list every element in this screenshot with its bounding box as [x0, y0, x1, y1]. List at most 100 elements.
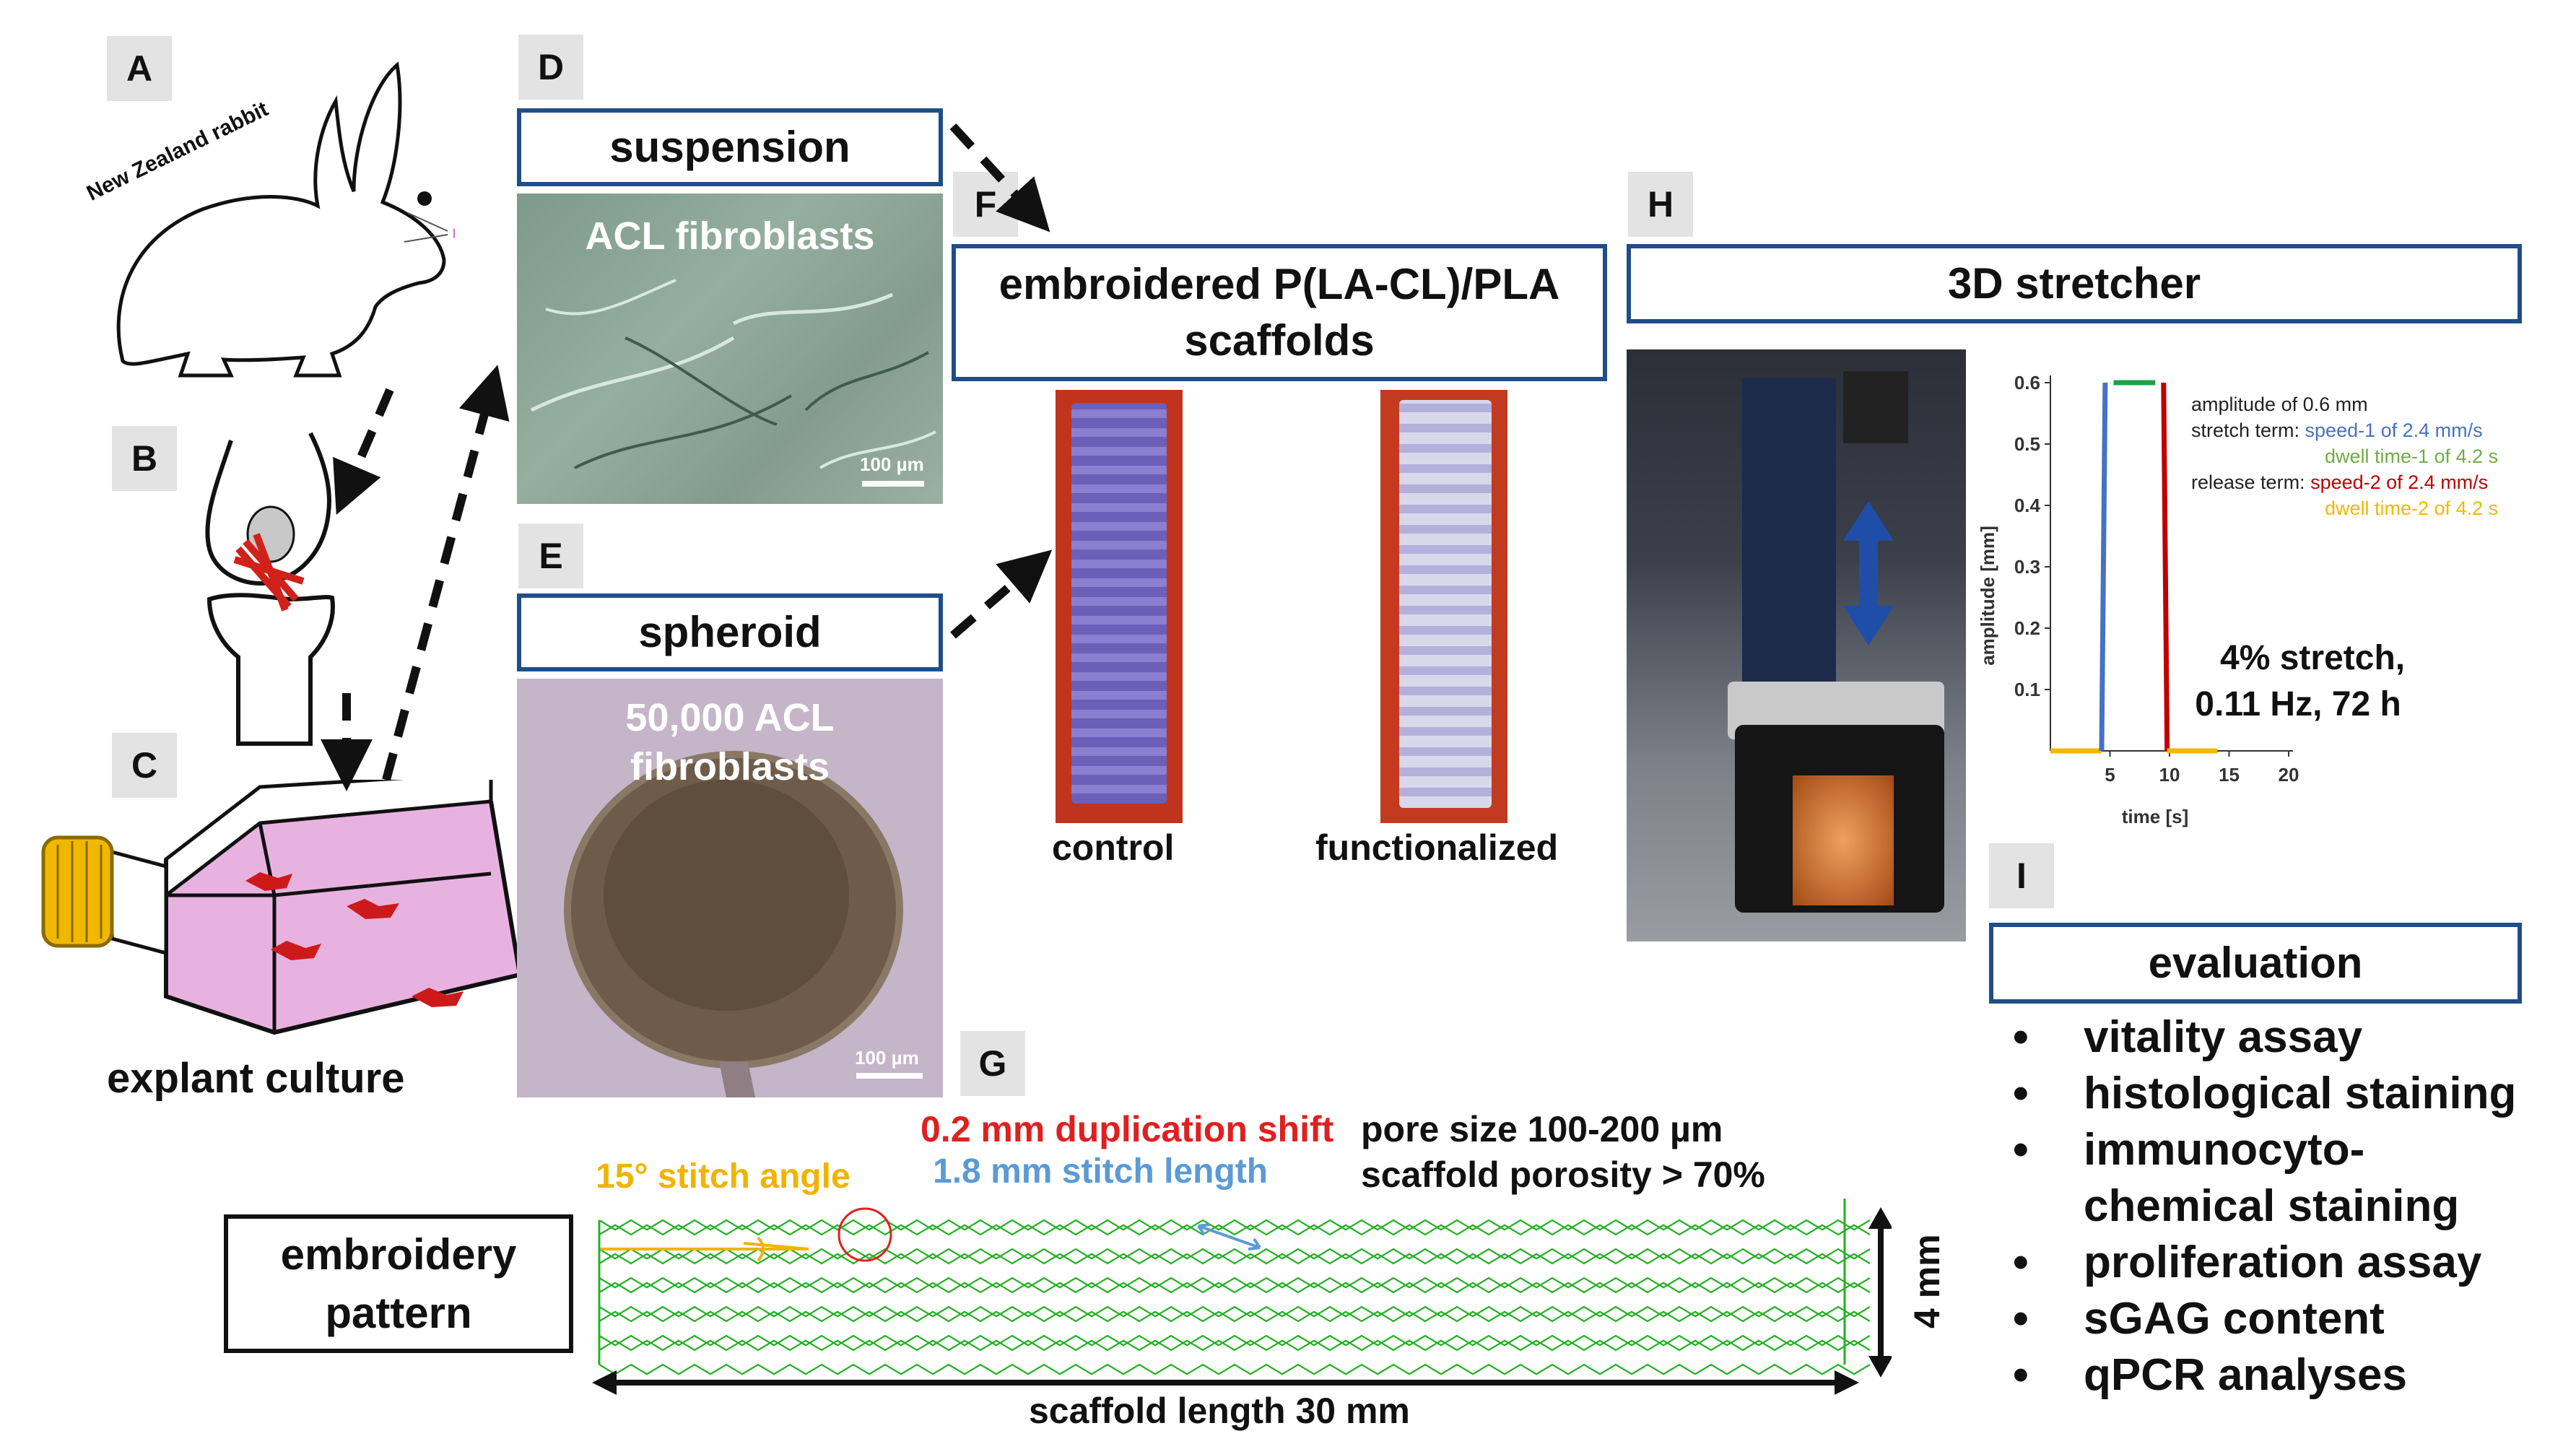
evaluation-item-text: immunocyto- [2084, 1125, 2365, 1175]
stretcher-frame [1742, 378, 1836, 725]
functionalized-scaffold-photo [1380, 390, 1507, 823]
stitch-angle-marker [743, 1242, 809, 1251]
evaluation-item-text: chemical staining [2084, 1181, 2460, 1231]
panel-label-i: I [1989, 843, 2054, 908]
legend-entry: dwell time-2 of 4.2 s [2325, 497, 2498, 520]
spheroid-micrograph: 50,000 ACL fibroblasts 100 µm [517, 679, 943, 1097]
y-tick-label: 0.2 [2014, 617, 2040, 639]
spheroid-box: spheroid [517, 593, 943, 671]
stitch-length-label: 1.8 mm stitch length [933, 1152, 1269, 1191]
embroidery-box-line2: pattern [325, 1289, 472, 1337]
bullet-marker: • [2013, 1069, 2029, 1118]
stretch-parameters: 4% stretch, 0.11 Hz, 72 h [2191, 635, 2405, 728]
x-tick-label: 20 [2279, 764, 2299, 786]
suspension-box: suspension [517, 108, 943, 186]
stitch-mesh [598, 1199, 1871, 1375]
panel-label-d: D [518, 35, 583, 100]
scaffolds-box: embroidered P(LA-CL)/PLA scaffolds [952, 244, 1607, 381]
legend-text: amplitude of 0.6 mm [2191, 393, 2368, 415]
stitch-angle-label: 15° stitch angle [596, 1157, 850, 1196]
suspension-scale-bar [862, 481, 924, 487]
control-scaffold-photo [1056, 390, 1183, 823]
control-scaffold [1071, 403, 1167, 804]
panel-label-c: C [112, 733, 177, 798]
evaluation-item-text: vitality assay [2084, 1012, 2363, 1062]
scaffolds-box-line1: embroidered P(LA-CL)/PLA [998, 260, 1560, 308]
embroidery-pattern-drawing [592, 1199, 1892, 1395]
evaluation-item-text: proliferation assay [2084, 1238, 2482, 1287]
x-tick-label: 10 [2159, 764, 2180, 786]
stitch-length-marker [1198, 1225, 1261, 1249]
explant-culture-caption: explant culture [107, 1055, 405, 1102]
legend-text: speed-2 of 2.4 mm/s [2310, 471, 2489, 493]
arrow-spheroid-to-scaffolds [950, 549, 1053, 639]
suspension-scale-label: 100 µm [860, 453, 924, 475]
stretch-parameters-line2: 0.11 Hz, 72 h [2195, 685, 2401, 723]
evaluation-item: • qPCR analyses [1998, 1347, 2516, 1404]
width-label: 4 mm [1907, 1234, 1947, 1328]
x-axis-label: time [s] [2122, 806, 2188, 827]
x-tick-label: 15 [2219, 764, 2240, 786]
legend-text: dwell time-2 of 4.2 s [2325, 497, 2499, 519]
legend-entry: dwell time-1 of 4.2 s [2325, 445, 2498, 468]
duplication-shift-label: 0.2 mm duplication shift [921, 1109, 1334, 1149]
spheroid-title-line1: 50,000 ACL [625, 696, 835, 739]
stretcher-photo [1627, 349, 1966, 941]
suspension-micrograph: ACL fibroblasts 100 µm [517, 193, 943, 504]
functionalized-caption: functionalized [1315, 827, 1559, 868]
scaffolds-box-line2: scaffolds [1184, 316, 1375, 365]
culture-flask-illustration [41, 780, 523, 1035]
panel-label-e: E [518, 523, 583, 588]
stretcher-clamp [1843, 371, 1908, 443]
embroidery-box-line1: embroidery [280, 1230, 517, 1279]
embroidery-pattern-box: embroidery pattern [224, 1214, 573, 1353]
control-caption: control [1052, 827, 1175, 868]
spheroid-title-line2: fibroblasts [630, 745, 830, 788]
stitch-angle-arc [757, 1236, 765, 1262]
knee-joint-illustration [205, 432, 335, 746]
spheroid-scale-label: 100 µm [855, 1047, 919, 1069]
legend-entry: stretch term: speed-1 of 2.4 mm/s [2191, 419, 2483, 442]
evaluation-item-text: histological staining [2084, 1069, 2517, 1118]
bullet-marker: • [2013, 1125, 2029, 1175]
stitch-length-arrowhead [1197, 1223, 1211, 1236]
y-axis-label: amplitude [mm] [1977, 526, 1998, 666]
width-arrowhead [1868, 1356, 1892, 1378]
length-arrowhead [1835, 1370, 1859, 1395]
evaluation-item: •sGAG content [1998, 1291, 2516, 1347]
evaluation-item: chemical staining [1998, 1178, 2516, 1235]
panel-label-g: G [960, 1031, 1025, 1096]
pore-size-label: pore size 100-200 µm [1361, 1109, 1723, 1149]
y-tick-label: 0.5 [2014, 433, 2040, 455]
bullet-marker: • [2013, 1012, 2029, 1062]
width-arrowhead [1868, 1207, 1892, 1229]
stitch-length-arrowhead [1248, 1238, 1261, 1251]
legend-text: dwell time-1 of 4.2 s [2325, 445, 2499, 467]
spheroid-scale-bar [856, 1073, 923, 1079]
stretcher-box: 3D stretcher [1627, 244, 2522, 323]
functionalized-scaffold [1399, 400, 1492, 808]
length-arrowhead [592, 1370, 617, 1395]
legend-text: speed-1 of 2.4 mm/s [2305, 419, 2483, 441]
bullet-marker: • [2013, 1294, 2029, 1344]
evaluation-item-text: qPCR analyses [2084, 1350, 2407, 1400]
evaluation-box: evaluation [1989, 923, 2522, 1004]
fibroblast-cells [530, 279, 936, 469]
bullet-marker: • [2013, 1350, 2029, 1400]
rabbit-illustration [116, 61, 455, 378]
arrow-culture-to-suspension [382, 365, 510, 781]
evaluation-item: • immunocyto- [1998, 1122, 2516, 1178]
duplication-shift-marker [837, 1207, 892, 1262]
spheroid-body [564, 751, 903, 1097]
panel-label-b: B [112, 426, 177, 491]
y-tick-label: 0.4 [2014, 495, 2041, 516]
legend-prefix: stretch term: [2191, 419, 2305, 441]
profile-segment [2099, 382, 2108, 752]
stretch-direction-arrow [1843, 501, 1894, 645]
bullet-marker: • [2013, 1238, 2029, 1287]
stretcher-sample-glow [1793, 775, 1894, 905]
suspension-image-title: ACL fibroblasts [585, 214, 875, 258]
panel-label-f: F [953, 172, 1018, 237]
y-tick-label: 0.1 [2014, 679, 2040, 700]
legend-entry: release term: speed-2 of 2.4 mm/s [2191, 471, 2488, 494]
